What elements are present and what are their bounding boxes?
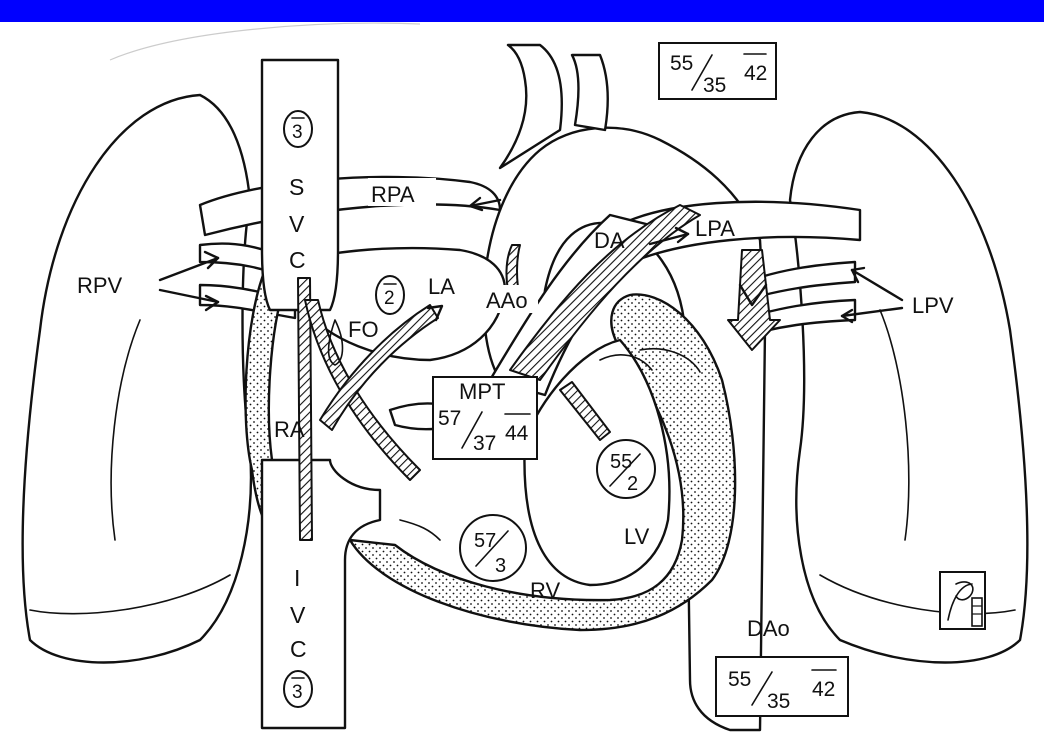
la-mean: 2: [384, 288, 395, 309]
aortic-bottom-diastolic: 35: [767, 690, 790, 713]
lv-pressure: 55 2: [597, 440, 655, 498]
mpt-pressure-box: MPT 57 37 44: [433, 377, 537, 459]
left-lung-inner-contour: [880, 310, 909, 540]
rpa-label: RPA: [371, 182, 415, 207]
lv-label: LV: [624, 524, 650, 549]
right-lung-inner-contour: [111, 320, 140, 540]
lpa-label: LPA: [695, 216, 735, 241]
ivc-mean: 3: [292, 682, 303, 703]
la-label: LA: [428, 274, 455, 299]
faint-line-top: [110, 23, 420, 60]
ra-label: RA: [274, 417, 305, 442]
illustrator-logo: [940, 572, 985, 629]
inferior-vena-cava: [262, 460, 380, 728]
aortic-top-diastolic: 35: [703, 74, 726, 97]
la-pressure: 2: [376, 276, 404, 314]
aortic-pressure-top: 55 35 42: [659, 43, 776, 99]
dao-label: DAo: [747, 616, 790, 641]
right-lung: [23, 95, 251, 663]
carotid-branch: [572, 55, 608, 130]
mpt-diastolic: 37: [473, 432, 496, 455]
mpt-mean: 44: [505, 422, 529, 445]
aortic-bottom-mean: 42: [812, 678, 835, 701]
rv-pressure: 57 3: [460, 515, 526, 581]
svc-letter-s: S: [289, 174, 304, 200]
fo-label: FO: [348, 317, 379, 342]
svc-mean: 3: [292, 122, 303, 143]
svc-letter-v: V: [289, 211, 305, 237]
svc-pressure: 3: [284, 111, 312, 147]
aortic-bottom-systolic: 55: [728, 668, 751, 691]
mpt-systolic: 57: [438, 407, 461, 430]
lv-diastolic: 2: [627, 473, 638, 495]
aortic-pressure-bottom: 55 35 42: [716, 657, 848, 716]
rv-edge-line: [400, 520, 440, 540]
da-label: DA: [594, 228, 625, 253]
ivc-pressure: 3: [284, 671, 312, 707]
right-pulmonary-artery: [200, 177, 500, 235]
left-lung: [790, 112, 1027, 663]
mpt-label: MPT: [459, 379, 505, 404]
lv-systolic: 55: [610, 451, 632, 473]
ivc-letter-i: I: [294, 565, 300, 591]
right-lung-lower-contour: [30, 575, 230, 614]
rv-systolic: 57: [474, 530, 496, 552]
rpv-label: RPV: [77, 273, 123, 298]
aao-label: AAo: [486, 288, 528, 313]
rv-label: RV: [530, 578, 560, 603]
svc-letter-c: C: [289, 247, 306, 273]
aortic-top-systolic: 55: [670, 52, 693, 75]
lpv-label: LPV: [912, 293, 954, 318]
ivc-letter-c: C: [290, 636, 307, 662]
ivc-letter-v: V: [290, 602, 306, 628]
aortic-top-mean: 42: [744, 62, 767, 85]
rv-diastolic: 3: [495, 555, 506, 577]
